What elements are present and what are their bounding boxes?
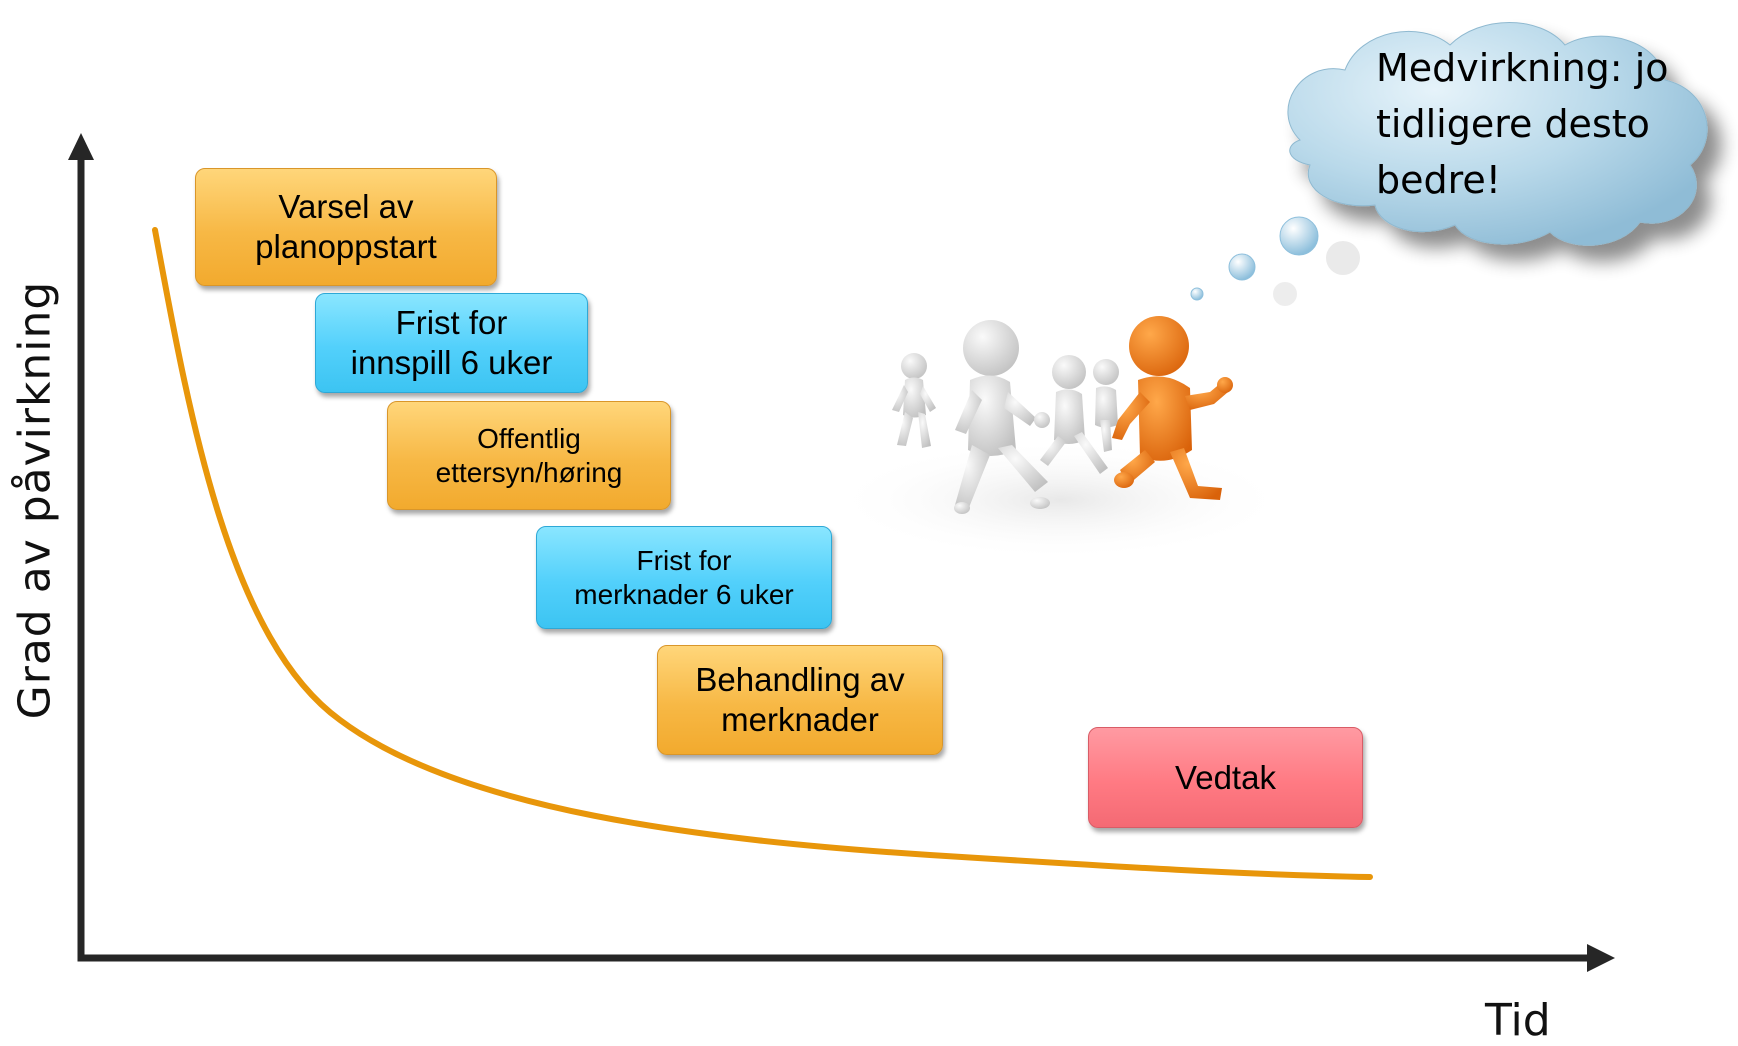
thought-cloud-icon — [1287, 22, 1708, 246]
x-axis-label: Tid — [1485, 995, 1551, 1046]
x-axis — [78, 944, 1615, 972]
stage-label: Frist for merknader 6 uker — [574, 544, 794, 610]
y-axis-label: Grad av påvirkning — [9, 280, 61, 720]
thought-bubbles — [1190, 216, 1360, 306]
stage-label: Behandling av merknader — [695, 661, 905, 738]
stage-label: Varsel av planoppstart — [255, 188, 437, 265]
stage-box-varsel: Varsel av planoppstart — [195, 168, 497, 286]
stage-box-frist-innspill: Frist for innspill 6 uker — [315, 293, 588, 393]
stage-box-vedtak: Vedtak — [1088, 727, 1363, 828]
thought-cloud-text: Medvirkning: jo tidligere desto bedre! — [1376, 46, 1669, 202]
influence-curve — [152, 227, 1373, 880]
stage-label: Vedtak — [1175, 758, 1276, 796]
stage-label: Frist for innspill 6 uker — [350, 304, 553, 381]
y-axis — [68, 133, 94, 962]
stage-box-behandling: Behandling av merknader — [657, 645, 943, 755]
stage-box-frist-merknader: Frist for merknader 6 uker — [536, 526, 832, 629]
stage-label: Offentlig ettersyn/høring — [435, 422, 623, 488]
stage-box-offentlig-ettersyn: Offentlig ettersyn/høring — [387, 401, 671, 510]
running-figures-icon — [830, 316, 1290, 560]
